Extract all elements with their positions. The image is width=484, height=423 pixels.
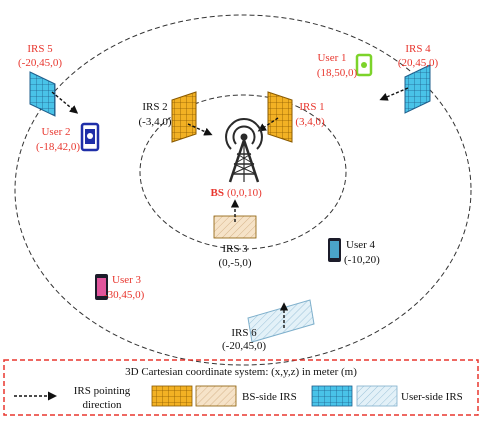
phone-dark-icon [328, 238, 341, 262]
irs-1-name: IRS 1 [299, 101, 324, 113]
legend-pointing-label-1: IRS pointing [74, 385, 131, 397]
user-2-name: User 2 [41, 126, 70, 138]
irs-3-coord: (0,-5,0) [219, 257, 252, 269]
user-4-name: User 4 [346, 239, 376, 251]
bs-coord: (0,0,10) [227, 187, 262, 199]
irs-4-panel [379, 64, 431, 114]
phone-pink-icon [95, 274, 108, 300]
inner-circle [139, 94, 347, 250]
user-2-coord: (-18,42,0) [36, 141, 80, 153]
irs-6-coord: (-20,45,0) [222, 340, 266, 352]
outer-circle [14, 14, 472, 366]
irs-5-name: IRS 5 [27, 43, 53, 55]
legend-bs-irs-hatched [195, 385, 237, 407]
irs-2-name: IRS 2 [142, 101, 167, 113]
legend-bs-irs-solid [151, 385, 193, 407]
irs-5-panel [29, 71, 79, 117]
legend-box [3, 359, 479, 416]
phone-blue-icon [80, 122, 100, 152]
irs-6-name: IRS 6 [231, 327, 257, 339]
irs-3-name: IRS 3 [222, 243, 248, 255]
irs-2-panel [171, 91, 213, 143]
legend-title: 3D Cartesian coordinate system: (x,y,z) … [125, 366, 357, 378]
legend-pointing-label-2: direction [82, 399, 122, 411]
bs-label: BS [211, 187, 224, 199]
user-4-coord: (-10,20) [344, 254, 380, 266]
irs-1-panel [257, 91, 293, 143]
tower-icon [225, 118, 263, 183]
legend-bs-side-label: BS-side IRS [242, 391, 297, 403]
irs-1-coord: (3,4,0) [295, 116, 325, 128]
irs-3-panel [213, 199, 257, 239]
irs-5-coord: (-20,45,0) [18, 57, 62, 69]
irs-4-coord: (20,45,0) [398, 57, 439, 69]
phone-green-icon [355, 53, 373, 77]
legend-user-irs-hatched [356, 385, 398, 407]
irs-6-panel [247, 299, 315, 343]
user-1-name: User 1 [317, 52, 346, 64]
legend-user-side-label: User-side IRS [401, 391, 463, 403]
user-3-name: User 3 [112, 274, 142, 286]
irs-4-name: IRS 4 [405, 43, 431, 55]
irs-2-coord: (-3,4,0) [139, 116, 172, 128]
user-3-coord: -30,45,0) [104, 289, 145, 301]
user-1-coord: (18,50,0) [317, 67, 358, 79]
legend-user-irs-solid [311, 385, 353, 407]
